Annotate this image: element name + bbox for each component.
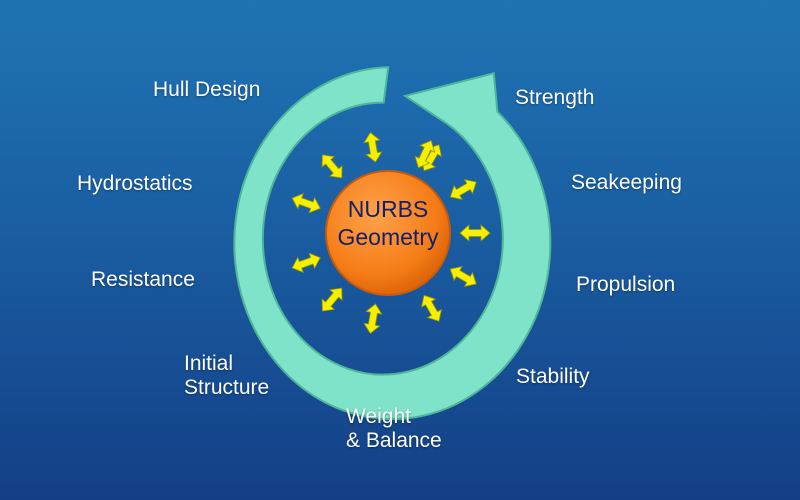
spoke-arrow (291, 252, 321, 274)
label-resistance: Resistance (91, 268, 195, 291)
label-initial-structure: Initial Structure (184, 352, 269, 400)
cycle-arrow (233, 66, 552, 421)
spoke-arrow (321, 154, 343, 179)
spoke-arrow (321, 287, 343, 312)
spoke-arrow (291, 192, 321, 214)
hub-label-line1: NURBS (347, 196, 429, 222)
label-hull-design: Hull Design (153, 78, 261, 101)
spoke-arrows (291, 131, 491, 335)
label-weight-balance-line1: Weight (346, 405, 411, 428)
label-initial-structure-line2: Structure (184, 376, 270, 399)
hub-label-line2: Geometry (337, 224, 439, 250)
spoke-arrow (421, 294, 442, 322)
spoke-arrow (363, 303, 383, 335)
spoke-arrow (449, 179, 477, 200)
label-propulsion: Propulsion (576, 273, 676, 296)
label-hydrostatics: Hydrostatics (77, 172, 193, 195)
spoke-arrow (459, 224, 491, 242)
label-initial-structure-line1: Initial (184, 352, 234, 375)
label-seakeeping: Seakeeping (571, 171, 682, 194)
hub-label: NURBS Geometry (326, 195, 450, 251)
spoke-arrow (449, 266, 477, 287)
label-weight-balance: Weight & Balance (346, 405, 442, 453)
label-stability: Stability (516, 365, 590, 388)
hub-circle (325, 170, 451, 296)
spoke-arrow (363, 131, 383, 163)
spoke-arrow (414, 140, 436, 169)
label-strength: Strength (515, 86, 595, 109)
label-weight-balance-line2: & Balance (346, 429, 442, 452)
